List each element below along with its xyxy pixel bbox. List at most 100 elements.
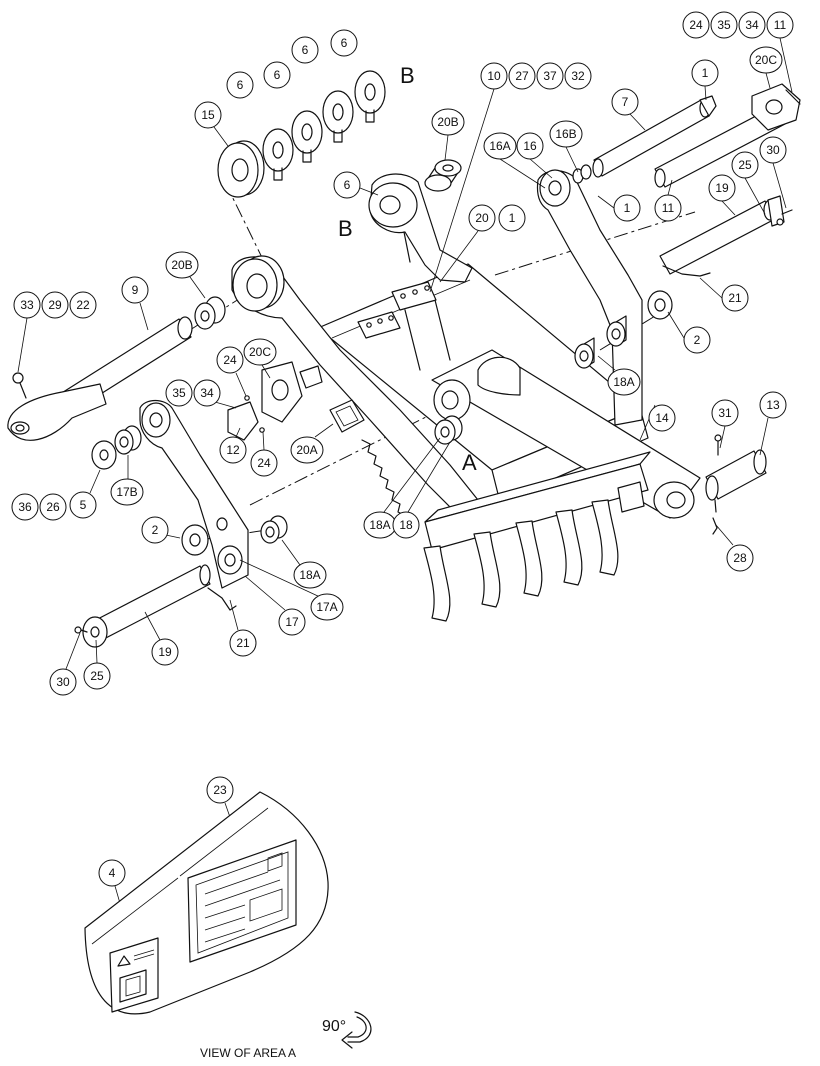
callout-18a: 18A: [607, 368, 641, 396]
callout-22: 22: [69, 291, 97, 319]
callout-bubble: [278, 608, 306, 636]
callout-11: 11: [766, 11, 794, 39]
callout-bubble: [141, 516, 169, 544]
callout-bubble: [98, 859, 126, 887]
callout-13: 13: [759, 391, 787, 419]
callout-number: 11: [774, 18, 787, 32]
callout-6: 6: [263, 61, 291, 89]
callout-number: 1: [624, 201, 631, 215]
callout-number: 20A: [296, 443, 317, 457]
washer-5: [91, 440, 117, 470]
callout-bubble: [549, 120, 583, 148]
callout-27: 27: [508, 62, 536, 90]
callout-bubble: [333, 171, 361, 199]
callout-1: 1: [613, 194, 641, 222]
callout-number: 6: [237, 78, 244, 92]
callout-bubble: [39, 493, 67, 521]
callout-number: 24: [689, 18, 703, 32]
callout-number: 16B: [555, 127, 576, 141]
callout-number: 34: [745, 18, 759, 32]
callout-21: 21: [229, 629, 257, 657]
callout-16: 16: [516, 132, 544, 160]
callout-bubble: [749, 46, 783, 74]
right-side-arm: [536, 169, 643, 426]
callout-number: 6: [302, 43, 309, 57]
washer-stack: [217, 70, 386, 198]
bushings: [91, 159, 673, 556]
callout-number: 20C: [755, 53, 777, 67]
callout-number: 33: [20, 298, 34, 312]
callout-25: 25: [83, 662, 111, 690]
callout-bubble: [69, 291, 97, 319]
callout-bubble: [498, 204, 526, 232]
bushing-20b-top: [424, 159, 462, 192]
callout-bubble: [708, 174, 736, 202]
shim-washer: [291, 110, 323, 163]
callout-bubble: [691, 59, 719, 87]
callout-bubble: [290, 436, 324, 464]
callout-number: 24: [257, 456, 271, 470]
callout-21: 21: [721, 284, 749, 312]
callout-30: 30: [49, 668, 77, 696]
callout-number: 16A: [489, 139, 510, 153]
pin-7: [572, 95, 717, 184]
rotation-label: 90°: [322, 1018, 346, 1035]
callout-17b: 17B: [110, 478, 144, 506]
callout-number: 6: [274, 68, 281, 82]
view-marker-b-upper: B: [400, 63, 415, 88]
callout-23: 23: [206, 776, 234, 804]
callout-number: 37: [543, 69, 557, 83]
callout-number: 2: [152, 523, 159, 537]
callout-number: 4: [109, 866, 116, 880]
washer-2-left: [181, 524, 209, 556]
callout-36: 36: [11, 493, 39, 521]
callout-18a: 18A: [363, 511, 397, 539]
callout-bubble: [69, 491, 97, 519]
callout-bubble: [229, 629, 257, 657]
bushing-18a-right: [574, 315, 627, 369]
callout-bubble: [13, 291, 41, 319]
callout-bubble: [731, 151, 759, 179]
shim-washer: [322, 90, 354, 143]
callout-7: 7: [611, 88, 639, 116]
view-marker-b-lower: B: [338, 216, 353, 241]
callout-12: 12: [219, 436, 247, 464]
callout-18: 18: [392, 511, 420, 539]
callout-14: 14: [648, 404, 676, 432]
callout-number: 24: [223, 353, 237, 367]
callout-28: 28: [726, 544, 754, 572]
callout-bubble: [165, 379, 193, 407]
callout-number: 16: [523, 139, 537, 153]
callout-number: 5: [80, 498, 87, 512]
callout-1: 1: [691, 59, 719, 87]
callout-number: 20: [475, 211, 489, 225]
callout-6: 6: [330, 29, 358, 57]
callout-number: 30: [56, 675, 70, 689]
callout-bubble: [194, 101, 222, 129]
bushing-18a-lower: [260, 515, 288, 544]
callout-number: 19: [158, 645, 172, 659]
callout-number: 20B: [437, 115, 458, 129]
callout-number: 18A: [613, 375, 634, 389]
pin-19-left: [74, 564, 237, 648]
callout-bubble: [607, 368, 641, 396]
callout-number: 2: [694, 333, 701, 347]
callout-bubble: [330, 29, 358, 57]
callout-11: 11: [654, 194, 682, 222]
callout-1: 1: [498, 204, 526, 232]
lower-left-arm: [139, 399, 249, 589]
callout-24: 24: [216, 346, 244, 374]
pin-19-right: [659, 195, 793, 277]
view-marker-a: A: [462, 450, 477, 475]
callout-20c: 20C: [749, 46, 783, 74]
callout-2: 2: [141, 516, 169, 544]
callout-bubble: [110, 478, 144, 506]
callout-6: 6: [291, 36, 319, 64]
callout-bubble: [41, 291, 69, 319]
bushing-20b-left: [194, 296, 226, 330]
callout-35: 35: [710, 11, 738, 39]
callout-17: 17: [278, 608, 306, 636]
callout-number: 7: [622, 95, 629, 109]
callout-bubble: [431, 108, 465, 136]
